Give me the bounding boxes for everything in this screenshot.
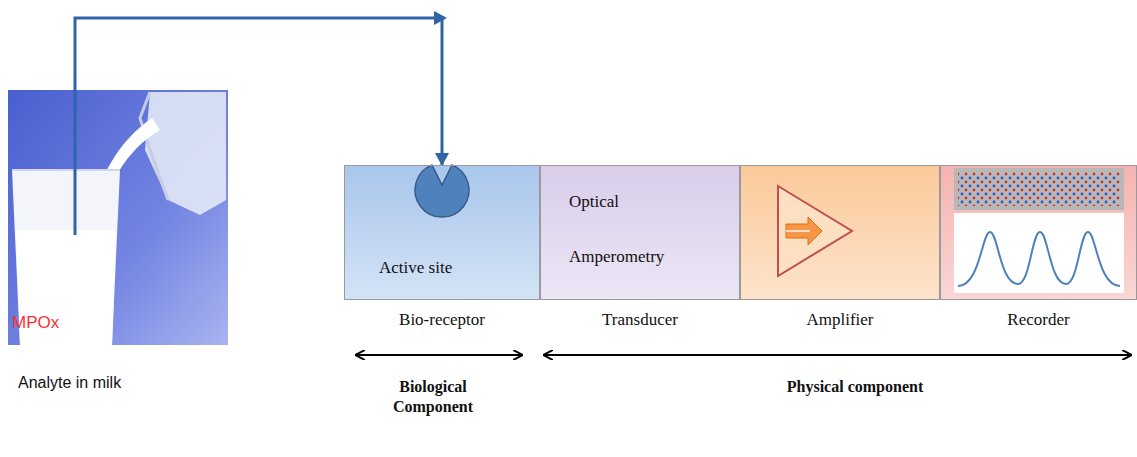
transducer-box: OpticalAmperometryTransducer	[540, 165, 740, 300]
milk-photo: MPOx	[8, 90, 228, 345]
box-heading: Transducer	[541, 310, 739, 330]
analyte-name: MPOx	[12, 313, 59, 333]
bioreceptor-box: Active siteBio-receptor	[344, 165, 540, 300]
box-text: Optical	[569, 192, 619, 212]
image-caption: Analyte in milk	[18, 374, 121, 392]
box-heading: Amplifier	[741, 310, 939, 330]
box-heading: Bio-receptor	[345, 310, 539, 330]
box-text: Amperometry	[569, 247, 664, 267]
amplifier-box: Amplifier	[740, 165, 940, 300]
recorder-box: Recorder	[940, 165, 1137, 300]
group-label: Physical component	[745, 377, 965, 397]
group-label: Biological Component	[378, 377, 488, 417]
box-heading: Recorder	[941, 310, 1136, 330]
box-text: Active site	[379, 258, 452, 278]
flow-arrow	[75, 18, 442, 165]
